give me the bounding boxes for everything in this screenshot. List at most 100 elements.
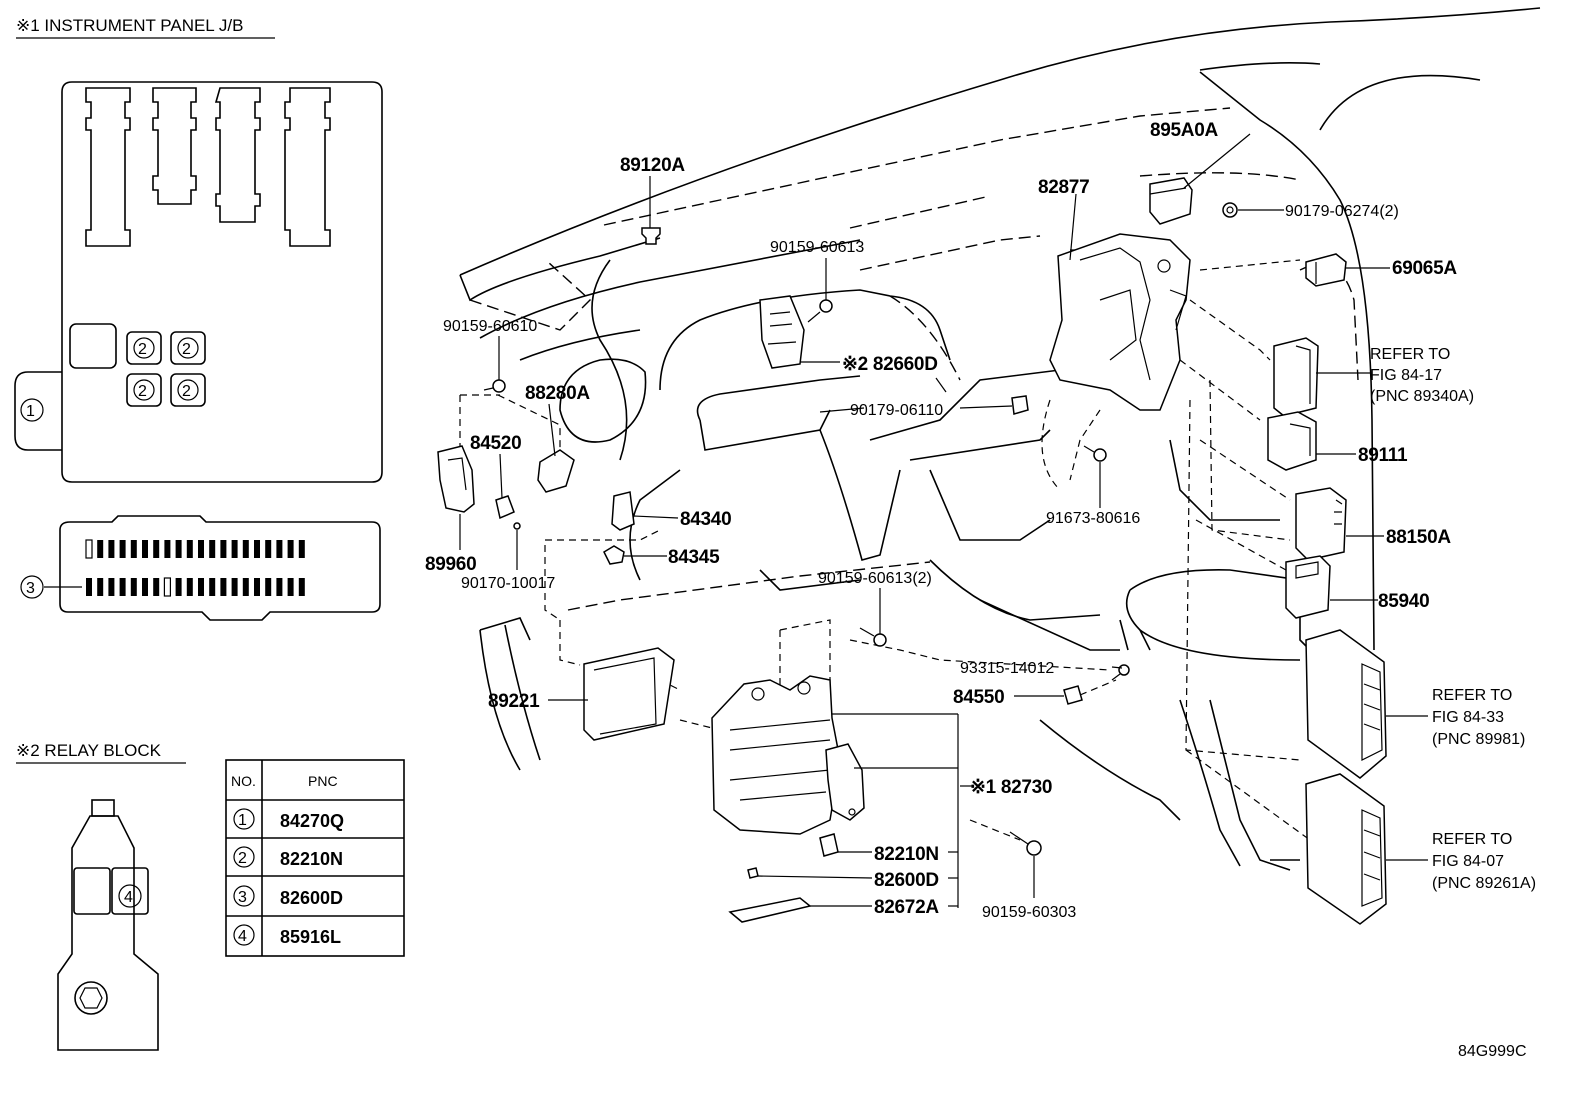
label-89960: 89960	[425, 554, 476, 575]
connector-pin	[108, 540, 115, 558]
label-89111: 89111	[1358, 445, 1408, 466]
bolt-90179-06274	[1222, 202, 1238, 218]
callout-2-a: 2	[133, 337, 155, 359]
svg-text:4: 4	[238, 928, 247, 945]
connector-pin	[209, 578, 216, 596]
label-84520: 84520	[470, 433, 521, 454]
table-header-no: NO.	[231, 773, 256, 789]
cover-82672A	[728, 897, 812, 923]
svg-text:2: 2	[138, 341, 147, 358]
table-row-3: 3 82600D	[233, 885, 343, 908]
refer-note-89340A: REFER TO FIG 84-17 (PNC 89340A)	[1370, 346, 1474, 405]
callout-3: 3	[20, 575, 44, 599]
label-69065A: 69065A	[1392, 258, 1457, 279]
connector-pin	[254, 540, 260, 558]
svg-text:REFER TO: REFER TO	[1432, 831, 1512, 848]
connector-pin	[153, 578, 160, 596]
relay-82660D	[759, 295, 805, 369]
fuse-82600D	[747, 867, 759, 879]
clip-89120A	[641, 227, 661, 245]
svg-text:(PNC 89261A): (PNC 89261A)	[1432, 875, 1536, 892]
svg-text:REFER TO: REFER TO	[1432, 687, 1512, 704]
connector-pin	[209, 540, 216, 558]
connector-pin	[175, 540, 182, 558]
svg-text:82210N: 82210N	[280, 849, 343, 869]
connector-pin	[142, 578, 148, 596]
callout-2-d: 2	[177, 379, 199, 401]
connector-69065A	[1305, 253, 1347, 287]
svg-text:3: 3	[26, 580, 35, 597]
connector-pin	[175, 578, 182, 596]
grommet-90179-06110	[1011, 395, 1029, 415]
bracket-82877	[1049, 233, 1191, 411]
switch-84340	[611, 491, 635, 531]
connector-pin	[265, 578, 272, 596]
label-84345: 84345	[668, 547, 720, 568]
connector-pin	[153, 540, 160, 558]
junction-block-top-view	[14, 81, 383, 483]
bolt-90159-60303	[1009, 831, 1042, 856]
connector-pin	[298, 540, 305, 558]
connector-pin	[276, 540, 283, 558]
label-82730: ※1 82730	[970, 777, 1052, 798]
svg-text:FIG 84-17: FIG 84-17	[1370, 367, 1442, 384]
connector-pin	[254, 578, 260, 596]
label-82660D: ※2 82660D	[842, 354, 938, 375]
svg-text:2: 2	[238, 850, 247, 867]
bolt-90159-60613-a	[807, 299, 833, 323]
connector-pin	[85, 539, 93, 559]
ecu-89261A	[1305, 773, 1387, 925]
label-89221: 89221	[488, 691, 540, 712]
table-header-pnc: PNC	[308, 773, 338, 789]
svg-text:1: 1	[238, 812, 247, 829]
connector-pin	[163, 577, 171, 597]
diagram-id: 84G999C	[1458, 1043, 1527, 1060]
label-88150A: 88150A	[1386, 527, 1451, 548]
connector-pin	[119, 540, 126, 558]
module-85940	[1285, 555, 1331, 619]
svg-text:FIG 84-33: FIG 84-33	[1432, 709, 1504, 726]
refer-note-89981: REFER TO FIG 84-33 (PNC 89981)	[1432, 687, 1525, 748]
connector-pin	[287, 578, 294, 596]
table-row-2: 2 82210N	[233, 846, 343, 869]
connector-pin	[276, 578, 283, 596]
connector-pin	[119, 578, 126, 596]
connector-pin	[231, 578, 238, 596]
clip-84550	[1063, 685, 1083, 705]
callout-1: 1	[20, 398, 44, 422]
bolt-91673-80616	[1083, 445, 1107, 462]
callout-4: 4	[118, 884, 142, 908]
panel-caption: ※1 INSTRUMENT PANEL J/B	[16, 16, 243, 35]
svg-text:2: 2	[182, 383, 191, 400]
svg-text:2: 2	[182, 341, 191, 358]
label-85940: 85940	[1378, 591, 1429, 612]
label-90170-10017: 90170-10017	[461, 575, 555, 592]
relay-block-drawing	[57, 799, 159, 1051]
svg-text:FIG 84-07: FIG 84-07	[1432, 853, 1504, 870]
nut-84345	[603, 545, 625, 565]
connector-pin	[86, 578, 92, 596]
svg-text:82600D: 82600D	[280, 888, 343, 908]
connector-pin	[265, 540, 272, 558]
label-90179-06110: 90179-06110	[850, 402, 943, 419]
relay-895A0A	[1149, 177, 1193, 225]
connector-pin	[142, 540, 148, 558]
clip-90170-10017	[513, 522, 521, 530]
connector-pin	[287, 540, 294, 558]
switch-88280A	[537, 449, 575, 493]
ecu-89981	[1305, 629, 1387, 779]
bolt-90159-60610	[483, 379, 506, 393]
leader-lines	[459, 133, 1428, 908]
connector-strip	[59, 515, 381, 621]
connector-pin	[108, 578, 115, 596]
dashboard-outline	[459, 7, 1541, 871]
connector-pin	[164, 540, 171, 558]
svg-text:3: 3	[238, 889, 247, 906]
sensor-84520	[495, 495, 515, 520]
label-90159-60613-b: 90159-60613(2)	[818, 570, 932, 587]
label-895A0A: 895A0A	[1150, 120, 1218, 141]
connector-pin	[97, 578, 104, 596]
connector-pin	[198, 540, 204, 558]
